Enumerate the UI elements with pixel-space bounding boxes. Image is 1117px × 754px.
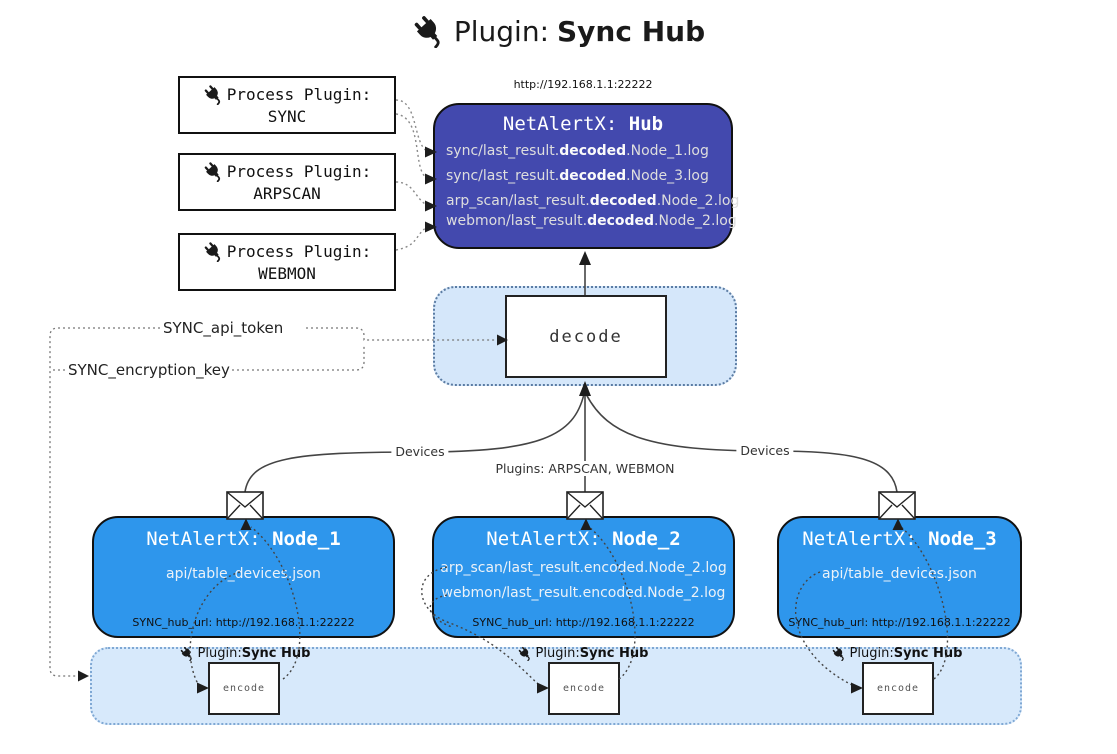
node-title-name: Node_2 xyxy=(612,528,681,550)
encode-label: encode xyxy=(222,683,266,694)
node-hub-url: SYNC_hub_url: http://192.168.1.1:22222 xyxy=(788,616,1011,629)
hub-title: NetAlertX: Hub xyxy=(435,113,731,135)
hub-log-line: webmon/last_result.decoded.Node_2.log xyxy=(435,212,737,231)
node-box-node2: NetAlertX: Node_2 arp_scan/last_result.e… xyxy=(432,516,735,638)
band-plugin-label: Plugin: Sync Hub xyxy=(180,646,311,661)
hub-log-line: sync/last_result.decoded.Node_3.log xyxy=(435,167,731,186)
plug-icon xyxy=(203,84,224,105)
node-title-name: Node_1 xyxy=(272,528,341,550)
plug-icon xyxy=(180,646,195,661)
hub-title-prefix: NetAlertX: xyxy=(502,113,629,135)
envelope-icon-node1 xyxy=(226,491,264,520)
envelope-icon-node2 xyxy=(566,491,604,520)
log-bold: decoded xyxy=(559,168,627,184)
band-plugin-label: Plugin: Sync Hub xyxy=(832,646,963,661)
band-plugin-name: Sync Hub xyxy=(579,646,649,661)
log-pre: arp_scan/last_result. xyxy=(446,193,590,209)
process-plugin-name: SYNC xyxy=(267,107,307,126)
node-title-prefix: NetAlertX: xyxy=(486,528,613,550)
encode-label: encode xyxy=(562,683,606,694)
process-plugin-header: Process Plugin: xyxy=(203,84,372,105)
node-file: webmon/last_result.encoded.Node_2.log xyxy=(441,585,726,601)
hub-url-label: http://192.168.1.1:22222 xyxy=(513,78,653,91)
band-plugin-label: Plugin: Sync Hub xyxy=(518,646,649,661)
node-title: NetAlertX: Node_2 xyxy=(434,528,733,550)
log-pre: sync/last_result. xyxy=(446,168,560,184)
node-title-name: Node_3 xyxy=(928,528,997,550)
hub-box: NetAlertX: Hub sync/last_result.decoded.… xyxy=(433,103,739,249)
page-title: Plugin: Sync Hub xyxy=(0,14,1117,48)
encode-label: encode xyxy=(876,683,920,694)
band-plugin-name: Sync Hub xyxy=(241,646,311,661)
plug-icon xyxy=(832,646,847,661)
node-hub-url: SYNC_hub_url: http://192.168.1.1:22222 xyxy=(472,616,695,629)
node-box-node1: NetAlertX: Node_1 api/table_devices.json… xyxy=(92,516,395,638)
band-plugin-prefix: Plugin: xyxy=(535,646,580,661)
process-plugin-label: Process Plugin: xyxy=(226,162,372,181)
plug-icon xyxy=(203,161,224,182)
node-file: api/table_devices.json xyxy=(166,566,321,582)
band-plugin-prefix: Plugin: xyxy=(197,646,242,661)
process-plugin-name: ARPSCAN xyxy=(253,184,321,203)
log-pre: sync/last_result. xyxy=(446,143,560,159)
hub-log-line: arp_scan/last_result.decoded.Node_2.log xyxy=(435,192,739,211)
hub-log-line: sync/last_result.decoded.Node_1.log xyxy=(435,142,731,161)
sync-encryption-key-label: SYNC_encryption_key xyxy=(66,361,232,379)
process-plugin-header: Process Plugin: xyxy=(203,241,372,262)
encode-box-node2: encode xyxy=(548,662,620,715)
plug-icon xyxy=(412,14,446,48)
plug-icon xyxy=(203,241,224,262)
page-title-name: Sync Hub xyxy=(557,14,706,48)
process-plugin-header: Process Plugin: xyxy=(203,161,372,182)
process-plugin-label: Process Plugin: xyxy=(226,85,372,104)
node-title-prefix: NetAlertX: xyxy=(802,528,929,550)
decode-box: decode xyxy=(505,295,667,378)
node-box-node3: NetAlertX: Node_3 api/table_devices.json… xyxy=(777,516,1022,638)
log-post: .Node_2.log xyxy=(656,193,740,209)
page-title-prefix: Plugin: xyxy=(453,14,550,48)
log-pre: webmon/last_result. xyxy=(446,213,588,229)
band-plugin-name: Sync Hub xyxy=(893,646,963,661)
plug-icon xyxy=(518,646,533,661)
node-files: api/table_devices.json xyxy=(94,566,393,582)
log-post: .Node_3.log xyxy=(626,168,709,184)
process-plugin-label: Process Plugin: xyxy=(226,242,372,261)
node-title: NetAlertX: Node_1 xyxy=(94,528,393,550)
edge-label-plugins: Plugins: ARPSCAN, WEBMON xyxy=(491,461,679,476)
log-bold: decoded xyxy=(587,213,655,229)
band-plugin-prefix: Plugin: xyxy=(849,646,894,661)
edge-label-devices-right: Devices xyxy=(736,443,794,458)
log-post: .Node_2.log xyxy=(654,213,737,229)
encode-box-node1: encode xyxy=(208,662,280,715)
node-file: api/table_devices.json xyxy=(822,566,977,582)
process-plugin-box-arpscan: Process Plugin: ARPSCAN xyxy=(178,153,396,211)
edges-plugins-to-hub xyxy=(395,99,437,251)
log-post: .Node_1.log xyxy=(626,143,709,159)
hub-title-name: Hub xyxy=(628,113,664,135)
encode-box-node3: encode xyxy=(862,662,934,715)
decode-label: decode xyxy=(549,326,623,347)
process-plugin-box-webmon: Process Plugin: WEBMON xyxy=(178,233,396,291)
node-title-prefix: NetAlertX: xyxy=(146,528,273,550)
node-title: NetAlertX: Node_3 xyxy=(779,528,1020,550)
process-plugin-name: WEBMON xyxy=(258,264,316,283)
sync-api-token-label: SYNC_api_token xyxy=(161,319,286,337)
edge-label-devices-left: Devices xyxy=(391,444,449,459)
process-plugin-box-sync: Process Plugin: SYNC xyxy=(178,76,396,134)
node-files: arp_scan/last_result.encoded.Node_2.log … xyxy=(434,560,733,601)
log-bold: decoded xyxy=(559,143,627,159)
log-bold: decoded xyxy=(589,193,657,209)
envelope-icon-node3 xyxy=(878,491,916,520)
node-file: arp_scan/last_result.encoded.Node_2.log xyxy=(440,560,727,576)
node-hub-url: SYNC_hub_url: http://192.168.1.1:22222 xyxy=(132,616,355,629)
node-files: api/table_devices.json xyxy=(779,566,1020,582)
